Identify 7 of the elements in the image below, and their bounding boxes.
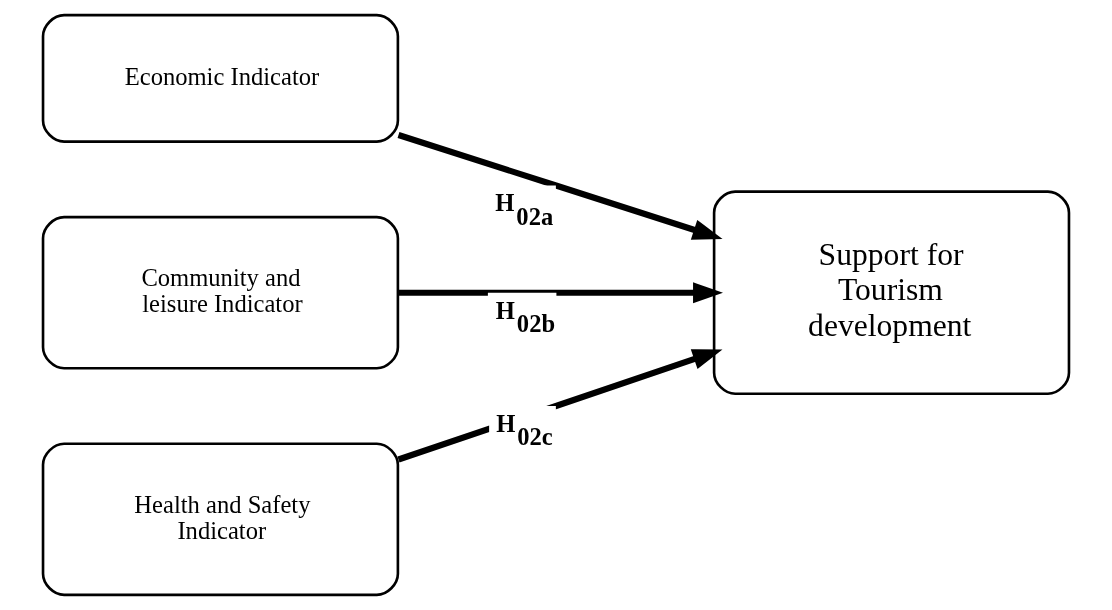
arrow: [397, 132, 723, 240]
node-box: Support for Tourism development: [712, 190, 1071, 396]
arrow: [398, 282, 723, 304]
arrow: [397, 349, 723, 463]
node-box: Economic Indicator: [41, 13, 400, 143]
node-box: Health and Safety Indicator: [41, 442, 400, 597]
node-box: Community and leisure Indicator: [41, 215, 400, 370]
